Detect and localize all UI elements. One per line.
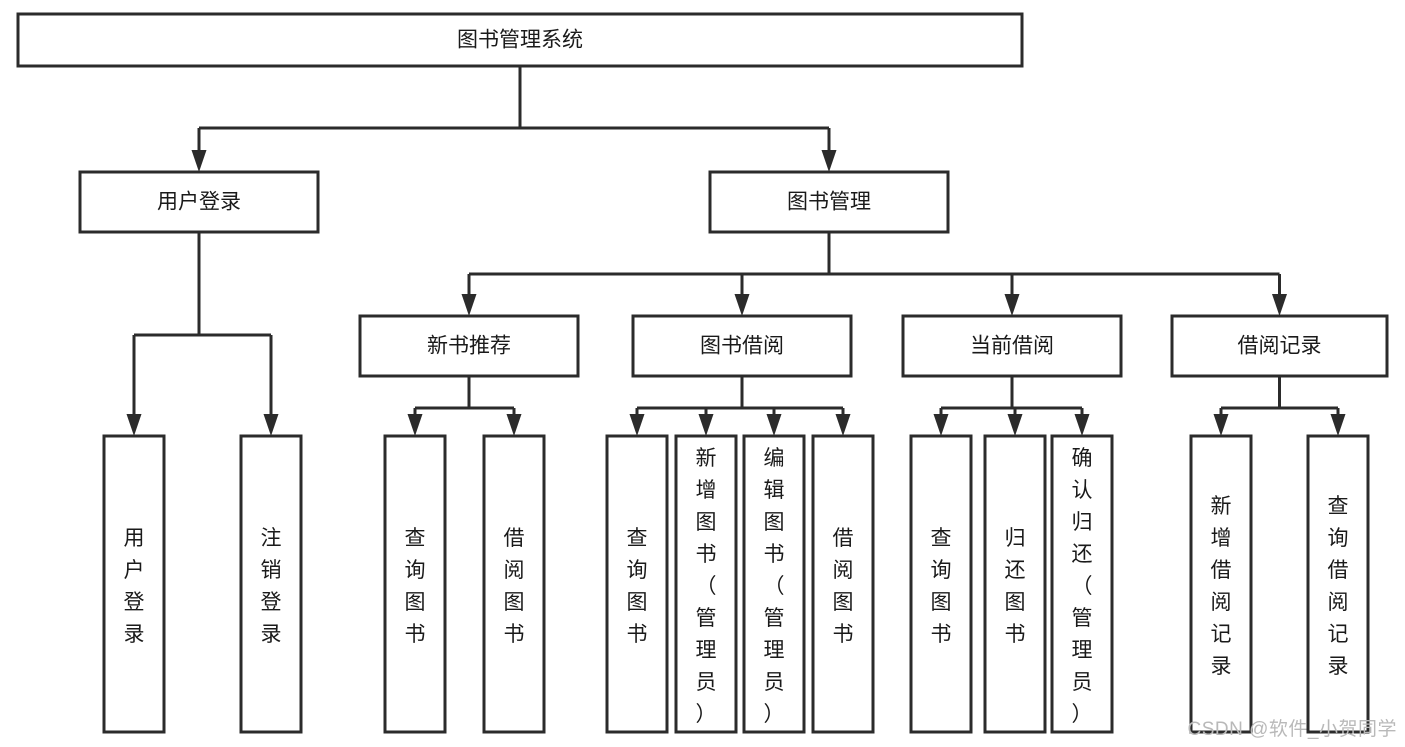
node-l2-current-borrow[interactable]: 当前借阅 <box>901 314 1123 378</box>
node-l3-add-book[interactable]: 新增图书（管理员） <box>674 434 738 734</box>
node-label: 图书管理 <box>787 191 871 214</box>
arrow-head-icon <box>698 414 714 436</box>
node-label: 新增图书（管理员） <box>696 447 717 726</box>
node-box <box>1170 314 1389 378</box>
node-label: 借阅记录 <box>1238 335 1322 358</box>
node-label: 当前借阅 <box>970 335 1054 358</box>
node-label: 图书管理系统 <box>457 29 583 52</box>
arrow-head-icon <box>191 150 207 172</box>
node-l3-edit-book[interactable]: 编辑图书（管理员） <box>742 434 806 734</box>
arrow-head-icon <box>835 414 851 436</box>
arrow-head-icon <box>1074 414 1090 436</box>
node-l3-query-book-b[interactable]: 查询图书 <box>605 434 669 734</box>
node-label: 借阅图书 <box>833 527 854 646</box>
node-box <box>909 434 973 734</box>
arrow-head-icon <box>734 294 750 316</box>
node-l2-new-book-rec[interactable]: 新书推荐 <box>358 314 580 378</box>
arrow-head-icon <box>1213 414 1229 436</box>
node-l2-book-borrow[interactable]: 图书借阅 <box>631 314 853 378</box>
node-label: 归还图书 <box>1005 527 1026 646</box>
node-label: 用户登录 <box>124 527 145 646</box>
node-label: 查询借阅记录 <box>1328 495 1349 678</box>
arrow-head-icon <box>821 150 837 172</box>
node-box <box>1050 434 1114 734</box>
arrow-head-icon <box>1330 414 1346 436</box>
node-box <box>605 434 669 734</box>
connector-layer <box>126 66 1346 436</box>
node-l1-book-manage[interactable]: 图书管理 <box>708 170 950 234</box>
node-label: 查询图书 <box>931 527 952 646</box>
node-l3-user-login[interactable]: 用户登录 <box>102 434 166 734</box>
node-l3-add-record[interactable]: 新增借阅记录 <box>1189 434 1253 734</box>
node-label: 新书推荐 <box>427 335 511 358</box>
node-box <box>482 434 546 734</box>
node-label: 图书借阅 <box>700 335 784 358</box>
arrow-head-icon <box>407 414 423 436</box>
node-box <box>78 170 320 234</box>
node-box <box>1306 434 1370 734</box>
node-l3-confirm-return[interactable]: 确认归还（管理员） <box>1050 434 1114 734</box>
node-label: 编辑图书（管理员） <box>764 447 785 726</box>
node-label: 注销登录 <box>261 527 282 646</box>
node-box <box>811 434 875 734</box>
arrow-head-icon <box>263 414 279 436</box>
node-box <box>631 314 853 378</box>
node-l3-query-record[interactable]: 查询借阅记录 <box>1306 434 1370 734</box>
node-l2-borrow-record[interactable]: 借阅记录 <box>1170 314 1389 378</box>
node-label: 查询图书 <box>405 527 426 646</box>
arrow-head-icon <box>461 294 477 316</box>
node-label: 用户登录 <box>157 191 241 214</box>
node-box <box>383 434 447 734</box>
node-l1-user-login[interactable]: 用户登录 <box>78 170 320 234</box>
node-box <box>983 434 1047 734</box>
node-layer: 图书管理系统用户登录图书管理新书推荐图书借阅当前借阅借阅记录用户登录注销登录查询… <box>16 12 1389 734</box>
node-l3-borrow-book-b[interactable]: 借阅图书 <box>811 434 875 734</box>
node-box <box>708 170 950 234</box>
arrow-head-icon <box>1272 294 1287 316</box>
arrow-head-icon <box>126 414 142 436</box>
node-box <box>16 12 1024 68</box>
node-box <box>358 314 580 378</box>
node-l3-logout[interactable]: 注销登录 <box>239 434 303 734</box>
node-l3-borrow-book-a[interactable]: 借阅图书 <box>482 434 546 734</box>
node-l3-return-book[interactable]: 归还图书 <box>983 434 1047 734</box>
node-l3-query-book-a[interactable]: 查询图书 <box>383 434 447 734</box>
node-box <box>102 434 166 734</box>
node-label: 借阅图书 <box>504 527 525 646</box>
arrow-head-icon <box>629 414 645 436</box>
node-box <box>239 434 303 734</box>
arrow-head-icon <box>506 414 522 436</box>
node-box <box>742 434 806 734</box>
node-label: 查询图书 <box>627 527 648 646</box>
arrow-head-icon <box>1004 294 1020 316</box>
node-root[interactable]: 图书管理系统 <box>16 12 1024 68</box>
node-box <box>674 434 738 734</box>
node-box <box>901 314 1123 378</box>
arrow-head-icon <box>766 414 782 436</box>
arrow-head-icon <box>1007 414 1023 436</box>
node-label: 确认归还（管理员） <box>1072 447 1093 726</box>
node-box <box>1189 434 1253 734</box>
node-l3-query-book-c[interactable]: 查询图书 <box>909 434 973 734</box>
arrow-head-icon <box>933 414 949 436</box>
node-label: 新增借阅记录 <box>1211 495 1232 678</box>
